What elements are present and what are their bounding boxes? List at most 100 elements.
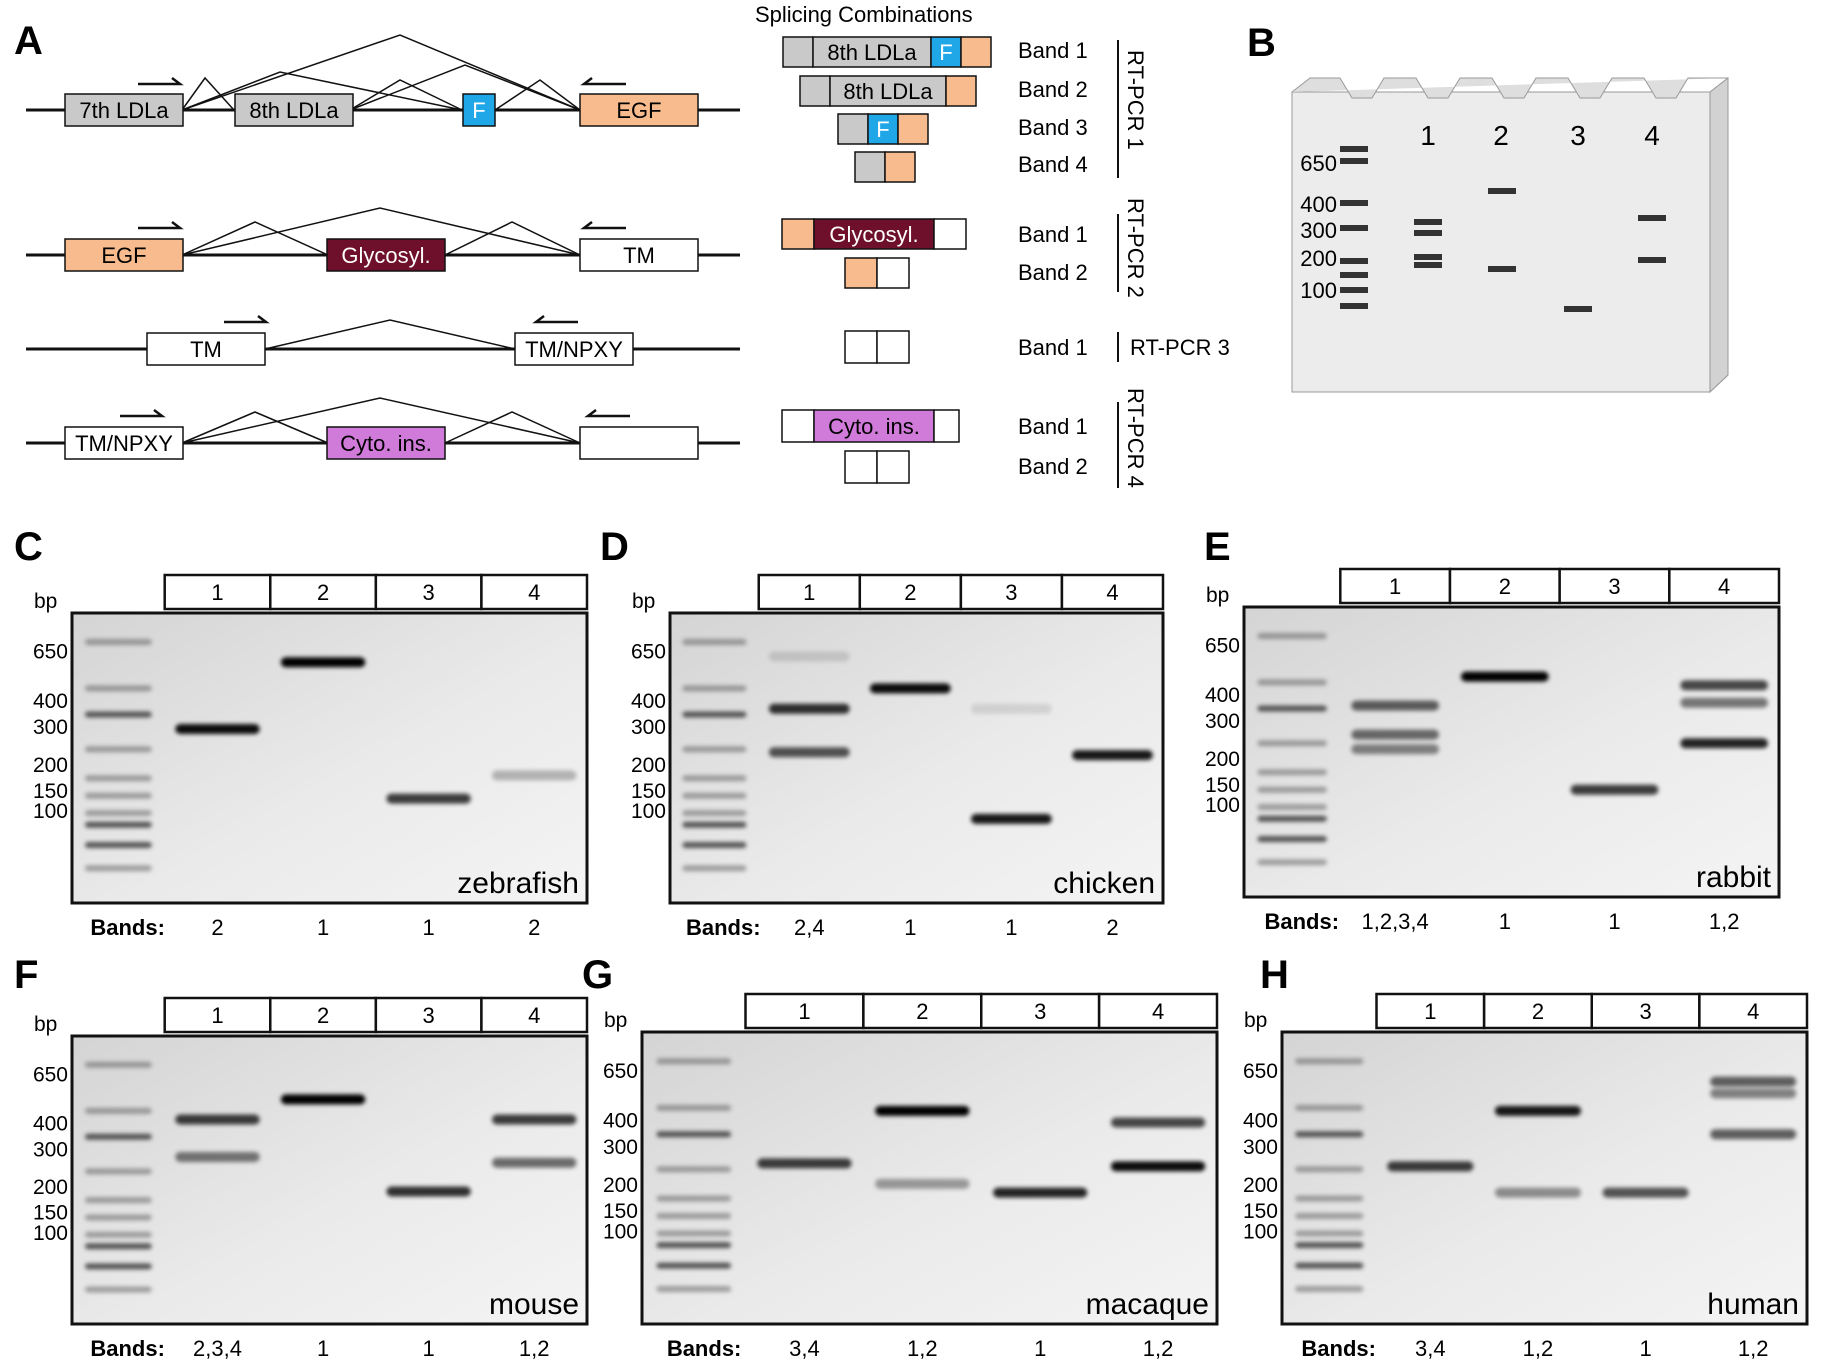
- ladder-tick-label: 650: [1205, 635, 1240, 658]
- ladder-band: [84, 1107, 152, 1114]
- ladder-label: 650: [1300, 151, 1337, 176]
- ladder-band: [1295, 1212, 1364, 1219]
- lane-number: 4: [1718, 574, 1730, 599]
- panel-label-g: G: [582, 953, 613, 997]
- panel-label-b: B: [1247, 21, 1276, 65]
- lane-band: [1564, 306, 1592, 312]
- exon-label: TM: [623, 243, 655, 268]
- ladder-band: [656, 1166, 732, 1173]
- bands-label: Bands:: [686, 915, 761, 940]
- bands-value: 1,2: [1523, 1336, 1554, 1361]
- ladder-band: [1340, 303, 1368, 309]
- sample-band: [1710, 1088, 1797, 1099]
- sample-band: [1351, 729, 1440, 740]
- bands-value: 2,3,4: [193, 1336, 242, 1361]
- lane-number: 2: [317, 1003, 329, 1028]
- gene-row-4: TM/NPXY Cyto. ins.: [26, 397, 740, 460]
- lane-number: 1: [803, 580, 815, 605]
- ladder-band: [656, 1131, 732, 1138]
- ladder-tick-label: 300: [33, 1138, 68, 1161]
- bands-label: Bands:: [1264, 909, 1339, 934]
- combo-label: F: [876, 117, 889, 142]
- sample-band: [280, 1094, 366, 1105]
- ladder-tick-label: 100: [33, 1222, 68, 1245]
- sample-band: [1494, 1187, 1581, 1198]
- pcr-label: RT-PCR 3: [1130, 335, 1230, 360]
- combo-label: Cyto. ins.: [828, 414, 920, 439]
- exon-egf: [579, 93, 699, 127]
- ladder-tick-label: 200: [603, 1174, 638, 1197]
- ladder-tick-label: 300: [33, 716, 68, 739]
- ladder-tick-label: 150: [1205, 774, 1240, 797]
- ladder-label: 300: [1300, 218, 1337, 243]
- ladder-band: [1295, 1195, 1364, 1202]
- ladder-band: [1257, 836, 1327, 842]
- lane-number: 3: [423, 1003, 435, 1028]
- band-label: Band 2: [1018, 454, 1088, 479]
- ladder-tick-label: 200: [631, 754, 666, 777]
- bands-value: 1: [317, 915, 329, 940]
- ladder-band: [84, 1231, 152, 1238]
- ladder-band: [1295, 1131, 1364, 1138]
- lane-number: 2: [1493, 120, 1509, 151]
- species-label: chicken: [1053, 867, 1155, 900]
- ladder-band: [1257, 769, 1327, 776]
- exon-tm: [579, 238, 699, 272]
- sample-band: [869, 683, 951, 694]
- exon-8th-ldla: [234, 93, 354, 127]
- combo-label: 8th LDLa: [843, 79, 933, 104]
- ladder-tick-label: 150: [33, 780, 68, 803]
- ladder-band: [84, 1243, 152, 1250]
- sample-band: [1460, 671, 1549, 682]
- ladder-tick-label: 400: [1243, 1110, 1278, 1133]
- lane-band: [1414, 254, 1442, 260]
- ladder-band: [656, 1230, 732, 1237]
- exon-label: Glycosyl.: [341, 243, 430, 268]
- bands-value: 1: [1608, 909, 1620, 934]
- ladder-tick-label: 650: [33, 641, 68, 664]
- bands-value: 1,2: [1143, 1336, 1174, 1361]
- sample-band: [768, 703, 850, 714]
- bands-label: Bands:: [667, 1336, 742, 1361]
- lane-number: 4: [528, 1003, 540, 1028]
- lane-number: 3: [1608, 574, 1620, 599]
- ladder-tick-label: 400: [33, 690, 68, 713]
- gene-row-1: 7th LDLa 8th LDLa F EGF: [26, 34, 740, 127]
- sample-band: [875, 1178, 970, 1189]
- panel-label-c: C: [14, 525, 43, 569]
- sample-band: [1110, 1117, 1206, 1128]
- ladder-band: [1295, 1230, 1364, 1237]
- exon-label: 7th LDLa: [79, 98, 169, 123]
- lane-number: 4: [1152, 999, 1164, 1024]
- combo-label: 8th LDLa: [827, 40, 917, 65]
- ladder-band: [84, 746, 152, 753]
- ladder-band: [1340, 225, 1368, 231]
- combo-segment-glycosyl: [813, 218, 935, 250]
- sample-band: [970, 813, 1052, 824]
- exon-tm: [146, 332, 266, 366]
- sample-band: [491, 770, 577, 781]
- ladder-tick-label: 650: [631, 641, 666, 664]
- band-label: Band 4: [1018, 152, 1088, 177]
- bands-label: Bands:: [1301, 1336, 1376, 1361]
- combos-row-4: Cyto. ins. Band 1 Band 2 RT-PCR 4: [781, 388, 1148, 488]
- lane-number: 3: [1639, 999, 1651, 1024]
- ladder-band: [656, 1104, 732, 1111]
- ladder-band: [84, 639, 152, 645]
- gel-image: [70, 611, 589, 905]
- lane-header-1: [163, 996, 272, 1034]
- ladder-tick-label: 400: [631, 690, 666, 713]
- combo-label: Glycosyl.: [829, 222, 918, 247]
- ladder-band: [1257, 679, 1327, 686]
- ladder-tick-label: 300: [603, 1136, 638, 1159]
- lane-band: [1414, 262, 1442, 268]
- ladder-tick-label: 100: [603, 1221, 638, 1244]
- lane-header-2: [1448, 567, 1561, 605]
- ladder-band: [1295, 1285, 1364, 1292]
- bands-value: 1,2,3,4: [1361, 909, 1428, 934]
- ladder-band: [84, 821, 152, 828]
- exon-f: [462, 93, 496, 127]
